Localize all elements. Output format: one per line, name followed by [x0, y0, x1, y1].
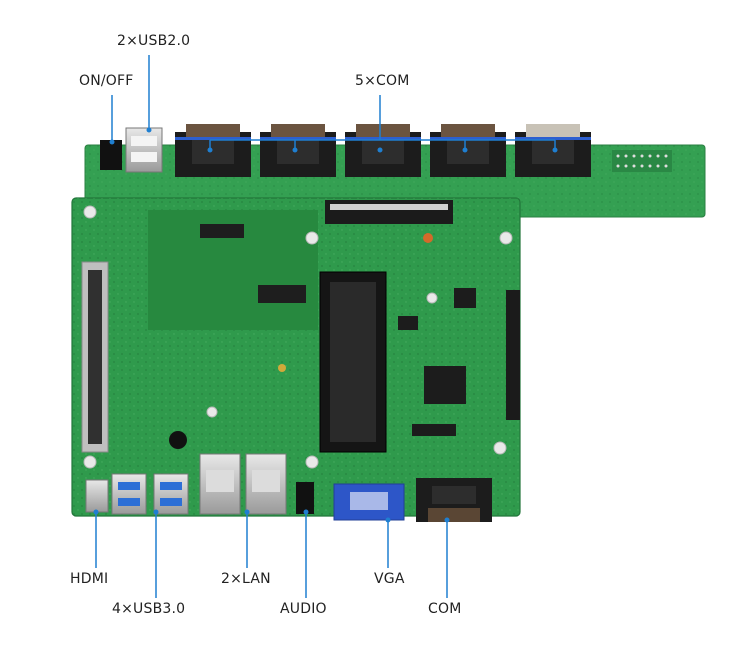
hdmi-port — [85, 479, 109, 513]
label-usb20: 2×USB2.0 — [117, 33, 191, 49]
usb3-port-a — [111, 473, 147, 515]
com-port-2 — [260, 124, 336, 177]
bottom-io — [85, 453, 492, 522]
usb3-port-b — [153, 473, 189, 515]
power-switch — [100, 140, 122, 170]
mainboard-pcb — [71, 197, 521, 517]
label-com5: 5×COM — [355, 73, 410, 89]
com-port-3 — [345, 124, 421, 177]
audio-jack — [296, 482, 314, 514]
label-audio: AUDIO — [280, 601, 327, 617]
label-com: COM — [428, 601, 462, 617]
vga-port — [333, 483, 405, 521]
label-usb30: 4×USB3.0 — [112, 601, 186, 617]
com-port-4 — [430, 124, 506, 177]
leader-dots — [93, 127, 558, 523]
label-lan: 2×LAN — [221, 571, 271, 587]
label-hdmi: HDMI — [70, 571, 109, 587]
com-port-1 — [175, 124, 251, 177]
label-vga: VGA — [374, 571, 405, 587]
usb2-ports — [125, 127, 163, 173]
label-onoff: ON/OFF — [79, 73, 134, 89]
